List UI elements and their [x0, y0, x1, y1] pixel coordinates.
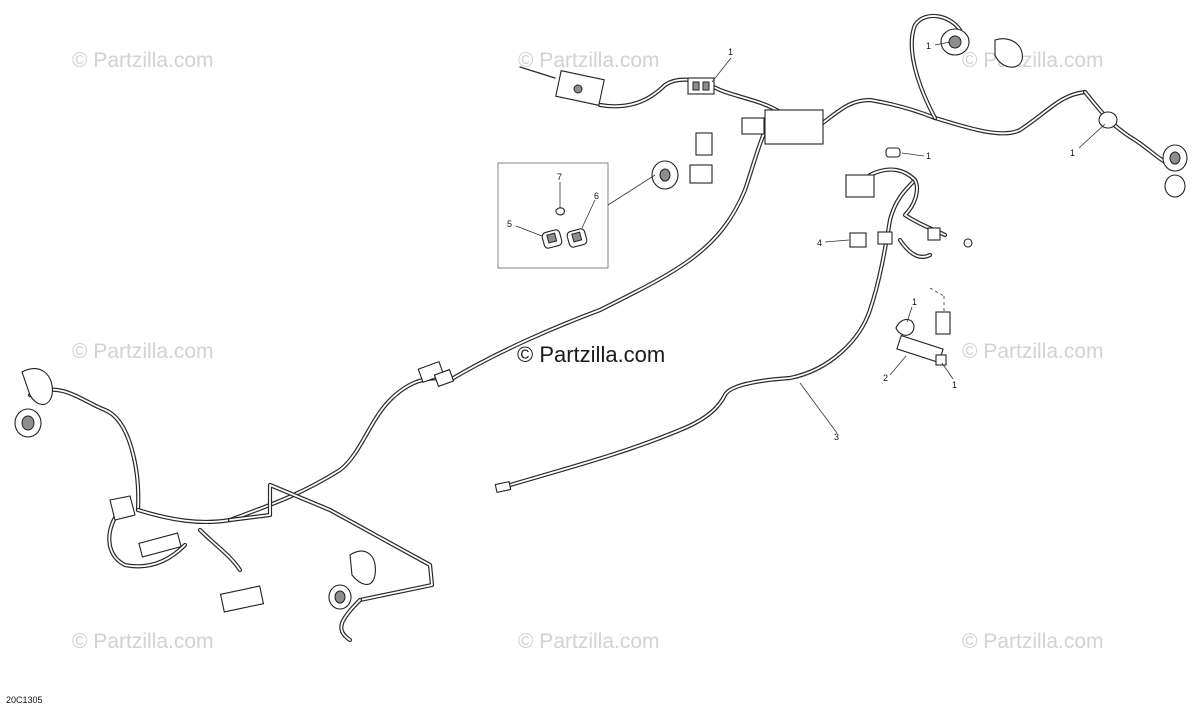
main-harness	[27, 13, 1173, 643]
callout-4: 4	[817, 238, 822, 248]
junction-block	[764, 109, 824, 145]
diagram-code: 20C1305	[6, 695, 43, 705]
callout-labels: 1 1 1 1 1 1 2 3 4 5 6 7	[507, 41, 1075, 442]
inset-frame	[497, 162, 609, 269]
clip-7	[555, 207, 565, 216]
connector-plug	[695, 132, 713, 156]
callout-2: 2	[883, 373, 888, 383]
watermark-text: © Partzilla.com	[518, 49, 660, 72]
callout-1: 1	[926, 41, 931, 51]
watermark-text: © Partzilla.com	[72, 340, 214, 363]
lamp-bracket	[994, 38, 1023, 68]
watermark-layer: © Partzilla.com © Partzilla.com © Partzi…	[72, 49, 1104, 653]
watermark-text: © Partzilla.com	[962, 630, 1104, 653]
center-watermark: © Partzilla.com	[517, 342, 665, 367]
seal-1	[895, 318, 915, 336]
connector-1	[935, 311, 951, 335]
cable-harness-3	[494, 167, 948, 494]
callout-3: 3	[834, 432, 839, 442]
callout-1: 1	[728, 47, 733, 57]
callout-1: 1	[1070, 148, 1075, 158]
components	[14, 28, 1188, 613]
watermark-text: © Partzilla.com	[962, 340, 1104, 363]
harness-connector	[687, 77, 715, 95]
callout-1: 1	[926, 151, 931, 161]
relay	[845, 174, 875, 198]
relay-module	[138, 532, 182, 558]
watermark-text: © Partzilla.com	[72, 630, 214, 653]
connector-4	[849, 232, 867, 248]
callout-5: 5	[507, 219, 512, 229]
detail-inset	[497, 162, 656, 269]
watermark-text: © Partzilla.com	[962, 49, 1104, 72]
callout-1: 1	[912, 297, 917, 307]
leader-lines	[515, 41, 1106, 434]
callout-6: 6	[594, 191, 599, 201]
fuse-box	[219, 585, 265, 613]
watermark-text: © Partzilla.com	[72, 49, 214, 72]
watermark-text: © Partzilla.com	[518, 630, 660, 653]
ignition-switch	[689, 164, 713, 184]
callout-1: 1	[952, 380, 957, 390]
callout-7: 7	[557, 172, 562, 182]
cap-1	[885, 147, 901, 158]
